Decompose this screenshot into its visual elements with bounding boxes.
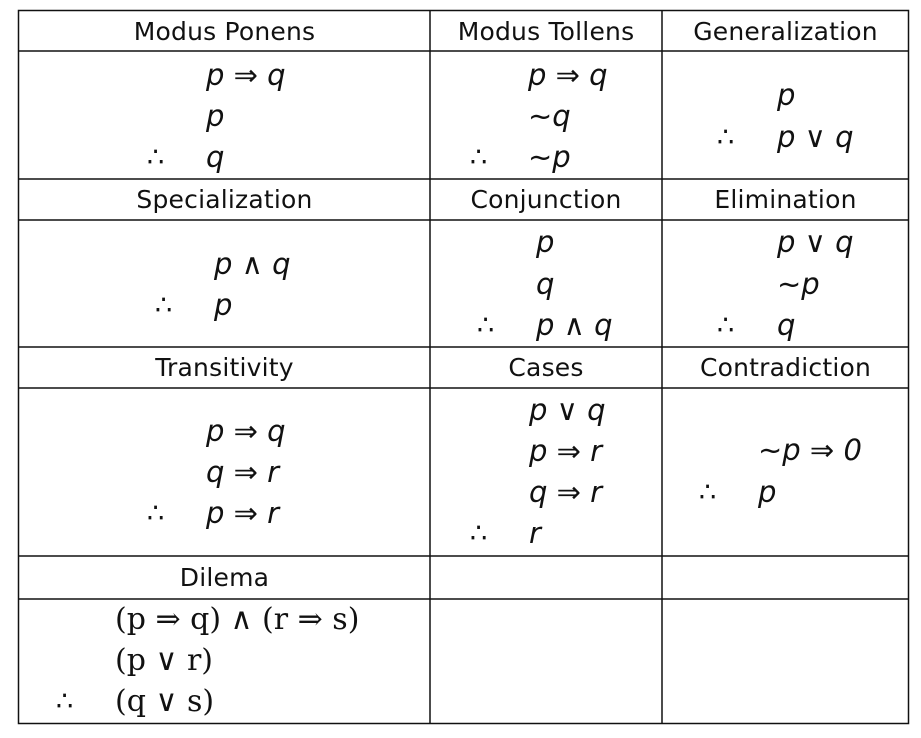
therefore-symbol: ∴ [147,497,165,529]
premise: ∼q [528,99,571,133]
premise: p ∨ q [529,393,606,427]
therefore-symbol: ∴ [699,476,717,508]
header-modus-tollens: Modus Tollens [457,16,635,46]
premise: (p ∨ r) [115,642,213,678]
conclusion: q [777,308,796,342]
header-cases: Cases [508,353,584,382]
therefore-symbol: ∴ [477,309,495,341]
premise: p [777,78,796,112]
header-conjunction: Conjunction [470,185,622,214]
rule-elimination: p ∨ q ∼p ∴ q [662,220,909,347]
conclusion: p ∧ q [536,308,613,342]
therefore-symbol: ∴ [56,685,74,717]
header-modus-ponens: Modus Ponens [133,16,316,46]
rule-transitivity: p ⇒ q q ⇒ r ∴ p ⇒ r [19,388,430,556]
premise: (p ⇒ q) ∧ (r ⇒ s) [115,601,360,637]
premise: p [206,99,225,133]
empty-cell [430,599,662,724]
conclusion: (q ∨ s) [115,683,215,719]
rule-contradiction: ∼p ⇒ 0 ∴ p [662,388,909,556]
premise: ∼p ⇒ 0 [758,433,862,467]
premise: p ⇒ q [528,58,608,92]
conclusion: p ⇒ r [206,496,280,530]
therefore-symbol: ∴ [717,309,735,341]
header-dilema: Dilema [179,563,270,592]
rule-conjunction: p q ∴ p ∧ q [430,220,662,347]
therefore-symbol: ∴ [717,121,735,153]
premise: q ⇒ r [206,455,280,489]
conclusion: ∼p [528,140,571,174]
rule-cases: p ∨ q p ⇒ r q ⇒ r ∴ r [430,388,662,556]
premise: p ⇒ q [206,414,286,448]
header-elimination: Elimination [714,185,857,214]
header-empty [430,556,662,599]
conclusion: p [214,288,233,322]
premise: q ⇒ r [529,475,603,509]
premise: p ⇒ q [206,58,286,92]
therefore-symbol: ∴ [147,141,165,173]
conclusion: q [206,140,225,174]
header-specialization: Specialization [136,185,313,214]
therefore-symbol: ∴ [155,289,173,321]
premise: ∼p [777,267,820,301]
header-contradiction: Contradiction [699,353,872,382]
header-generalization: Generalization [693,16,878,46]
premise: q [536,267,555,301]
premise: p ⇒ r [529,434,603,468]
therefore-symbol: ∴ [470,517,488,549]
conclusion: r [529,516,541,550]
premise: p [536,225,555,259]
rule-modus-ponens: p ⇒ q p ∴ q [19,51,430,179]
empty-cell [662,599,909,724]
premise: p ∧ q [214,247,291,281]
conclusion: p ∨ q [777,120,854,154]
rule-modus-tollens: p ⇒ q ∼q ∴ ∼p [430,51,662,179]
header-empty [662,556,909,599]
rule-dilema: (p ⇒ q) ∧ (r ⇒ s) (p ∨ r) ∴ (q ∨ s) [19,599,430,724]
rule-specialization: p ∧ q ∴ p [19,220,430,347]
rule-generalization: p ∴ p ∨ q [662,51,909,179]
therefore-symbol: ∴ [470,141,488,173]
header-transitivity: Transitivity [155,353,294,382]
premise: p ∨ q [777,225,854,259]
conclusion: p [758,475,777,509]
